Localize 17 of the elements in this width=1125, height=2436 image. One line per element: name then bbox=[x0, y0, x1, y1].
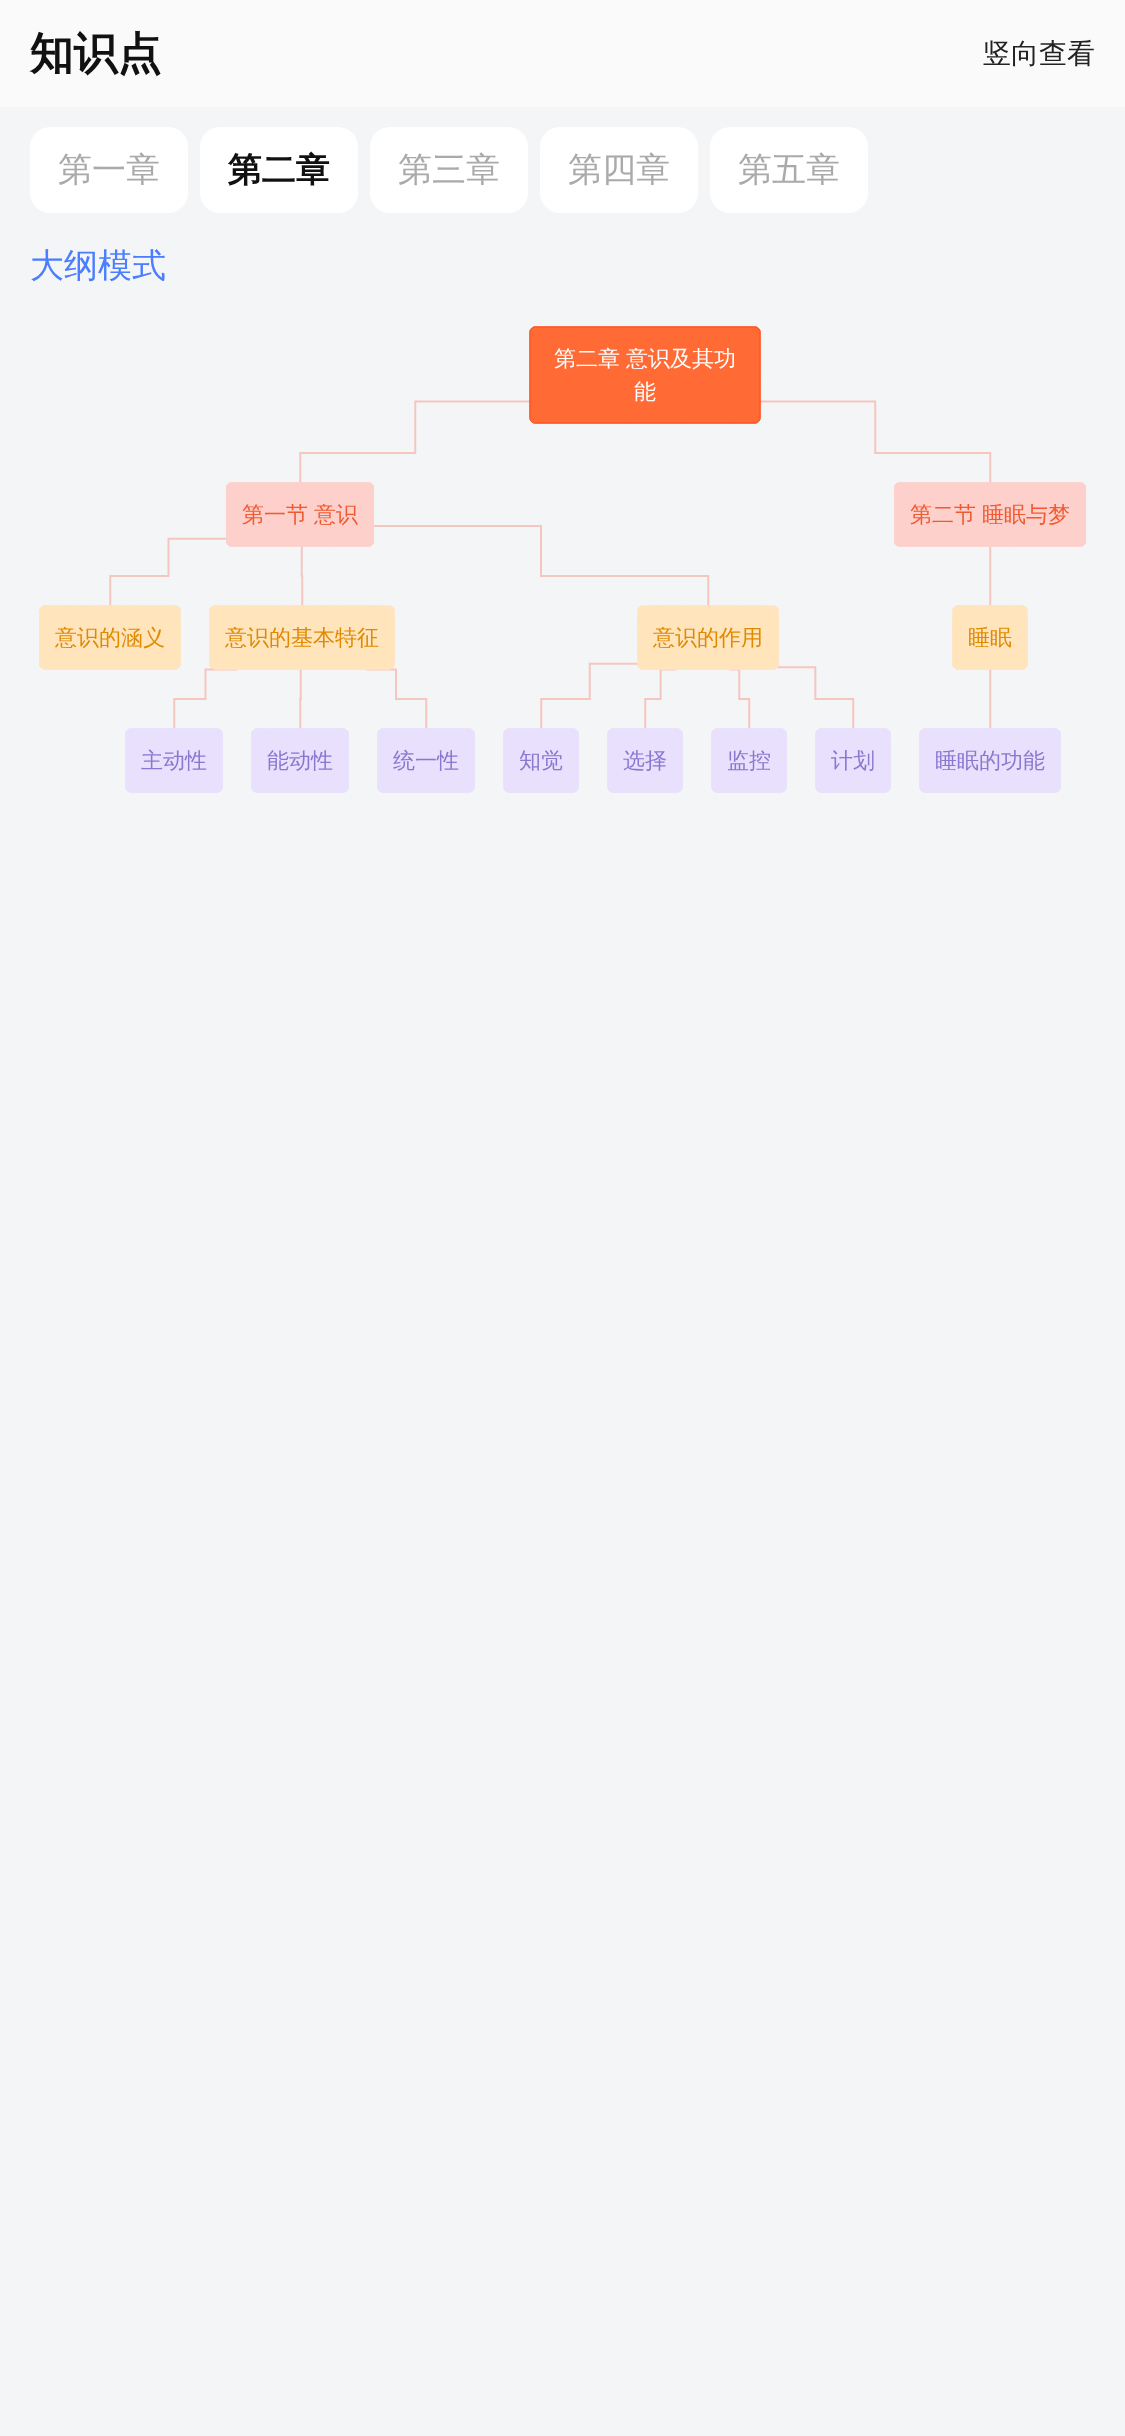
connector bbox=[759, 400, 992, 485]
connector bbox=[540, 662, 640, 731]
connector bbox=[109, 537, 228, 608]
connector bbox=[989, 668, 992, 731]
chapter-tab: 第二章 bbox=[200, 127, 358, 213]
connector bbox=[300, 545, 304, 608]
connector bbox=[989, 545, 992, 608]
chapter-tab: 第三章 bbox=[370, 127, 528, 213]
chapter-tab: 第一章 bbox=[30, 127, 188, 213]
chapter-tab: 第四章 bbox=[540, 127, 698, 213]
connector bbox=[372, 525, 710, 608]
view-label: 竖向查看 bbox=[983, 35, 1095, 72]
page-title: 知识点 bbox=[30, 26, 162, 80]
chapter-tab: 第五章 bbox=[710, 127, 868, 213]
outline-mode-link: 大纲模式 bbox=[29, 244, 167, 287]
connector bbox=[299, 668, 303, 731]
connector bbox=[776, 666, 855, 731]
